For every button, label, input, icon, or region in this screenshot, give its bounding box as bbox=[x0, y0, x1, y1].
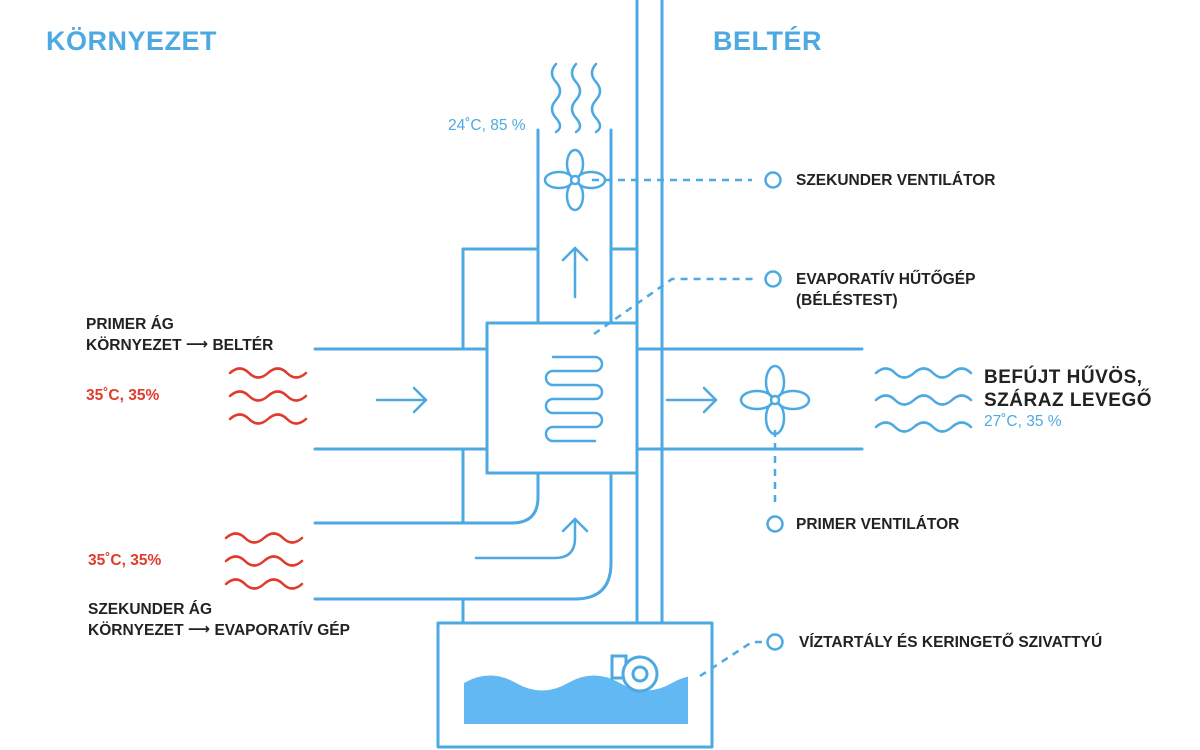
water-fill bbox=[464, 675, 688, 724]
flow-arrows bbox=[375, 246, 718, 560]
fan-icon bbox=[739, 364, 811, 436]
duct-structure bbox=[313, 0, 864, 749]
supply-air-label: BEFÚJT HŰVÖS, SZÁRAZ LEVEGŐ bbox=[984, 366, 1152, 412]
water-tank bbox=[436, 621, 714, 749]
tank-water bbox=[464, 654, 688, 724]
primary-branch-line2: KÖRNYEZET ⟶ BELTÉR bbox=[86, 335, 273, 356]
fan-hub bbox=[569, 174, 581, 186]
leader-lines bbox=[592, 178, 777, 678]
label-primary-fan: PRIMER VENTILÁTOR bbox=[796, 516, 960, 533]
wave-icon bbox=[224, 555, 304, 567]
zone-label-indoor: BELTÉR bbox=[713, 26, 822, 56]
secondary-branch-label: SZEKUNDER ÁG KÖRNYEZET ⟶ EVAPORATÍV GÉP bbox=[88, 599, 350, 641]
secondary-inlet-value: 35˚C, 35% bbox=[88, 552, 162, 569]
hot-air-primary bbox=[228, 367, 308, 425]
marker-circle-icon bbox=[766, 515, 784, 533]
marker-circle-icon bbox=[764, 171, 782, 189]
supply-air-line1: BEFÚJT HŰVÖS, bbox=[984, 367, 1143, 388]
arrow-icon bbox=[665, 386, 718, 414]
primary-branch-line1: PRIMER ÁG bbox=[86, 316, 174, 333]
secondary-frame-upper bbox=[461, 247, 540, 351]
wave-icon bbox=[224, 532, 304, 544]
hot-air-secondary bbox=[224, 532, 304, 590]
arrow-icon bbox=[561, 246, 589, 299]
wave-icon bbox=[228, 413, 308, 425]
secondary-branch-line1: SZEKUNDER ÁG bbox=[88, 601, 213, 618]
supply-air-line2: SZÁRAZ LEVEGŐ bbox=[984, 390, 1153, 411]
secondary-duct-top bbox=[313, 471, 540, 525]
pump-icon bbox=[610, 654, 659, 693]
label-water-tank: VÍZTARTÁLY ÉS KERINGETŐ SZIVATTYÚ bbox=[799, 634, 1103, 651]
label-secondary-fan: SZEKUNDER VENTILÁTOR bbox=[796, 172, 996, 189]
steam-icon bbox=[550, 62, 602, 134]
marker-circle-icon bbox=[766, 633, 784, 651]
pump-hub bbox=[631, 665, 649, 683]
arrow-icon bbox=[474, 517, 589, 560]
exhaust-value: 24˚C, 85 % bbox=[448, 117, 526, 134]
primary-branch-from: KÖRNYEZET bbox=[86, 337, 182, 354]
primary-branch-label: PRIMER ÁG KÖRNYEZET ⟶ BELTÉR bbox=[86, 314, 273, 356]
secondary-branch-from: KÖRNYEZET bbox=[88, 622, 184, 639]
fan-blade bbox=[764, 364, 786, 400]
arrow-right-icon: ⟶ bbox=[185, 336, 209, 353]
primary-inlet-value: 35˚C, 35% bbox=[86, 387, 160, 404]
primary-branch-to: BELTÉR bbox=[212, 337, 274, 354]
supply-air-value: 27˚C, 35 % bbox=[984, 413, 1062, 430]
wave-icon bbox=[228, 390, 308, 402]
label-cooler-line2: (BÉLÉSTEST) bbox=[796, 292, 898, 309]
label-cooler-line1: EVAPORATÍV HŰTŐGÉP bbox=[796, 271, 976, 288]
cool-air-supply bbox=[874, 367, 973, 433]
arrow-right-icon: ⟶ bbox=[187, 621, 211, 638]
wave-icon bbox=[874, 394, 973, 406]
fan-blade bbox=[565, 148, 585, 180]
zone-label-environment: KÖRNYEZET bbox=[46, 26, 218, 56]
marker-circle-icon bbox=[764, 270, 782, 288]
secondary-duct-bottom bbox=[313, 471, 613, 601]
wave-icon bbox=[874, 367, 973, 379]
leader-tank bbox=[699, 640, 762, 678]
wave-icon bbox=[224, 578, 304, 590]
wave-icon bbox=[874, 421, 973, 433]
markers bbox=[764, 171, 784, 651]
label-evaporative-cooler: EVAPORATÍV HŰTŐGÉP (BÉLÉSTEST) bbox=[796, 269, 975, 311]
secondary-frame-upper-right bbox=[609, 247, 639, 325]
leader-cooler bbox=[593, 277, 754, 336]
wave-icon bbox=[228, 367, 308, 379]
fan-hub bbox=[769, 394, 781, 406]
coil-icon bbox=[544, 355, 604, 443]
secondary-branch-to: EVAPORATÍV GÉP bbox=[214, 622, 350, 639]
arrow-icon bbox=[375, 386, 428, 414]
secondary-branch-line2: KÖRNYEZET ⟶ EVAPORATÍV GÉP bbox=[88, 620, 350, 641]
